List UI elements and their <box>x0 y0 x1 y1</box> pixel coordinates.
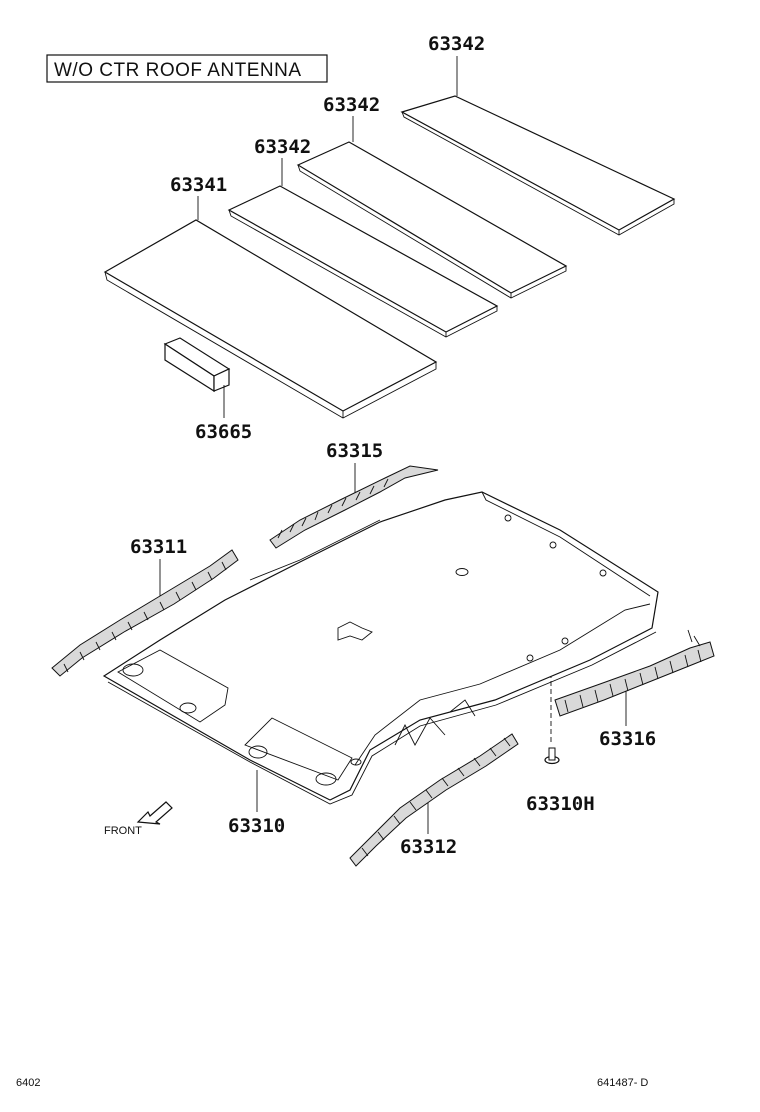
block-63665 <box>163 337 231 393</box>
part-label-63311: 63311 <box>130 536 187 558</box>
note-box-text: W/O CTR ROOF ANTENNA <box>54 60 302 81</box>
silencer-pad-63342-mid <box>296 141 568 299</box>
part-label-63312: 63312 <box>400 836 457 858</box>
part-label-63315: 63315 <box>326 440 383 462</box>
clip-63310H <box>544 747 560 765</box>
front-arrow-icon: FRONT <box>104 801 173 837</box>
part-label-63342-mid: 63342 <box>323 94 380 116</box>
rail-63311 <box>51 549 239 677</box>
part-label-63310: 63310 <box>228 815 285 837</box>
headliner-63310 <box>102 491 659 805</box>
rail-63312 <box>349 733 519 867</box>
footer-right-code: 641487- D <box>597 1077 648 1089</box>
part-label-63341: 63341 <box>170 174 227 196</box>
part-label-63316: 63316 <box>599 728 656 750</box>
part-label-63310H: 63310H <box>526 793 595 815</box>
footer-left-code: 6402 <box>16 1077 40 1089</box>
silencer-pad-63342-rear <box>400 95 676 236</box>
silencer-pad-63341 <box>103 219 438 419</box>
rail-63315 <box>269 465 439 549</box>
part-label-63342-rear: 63342 <box>428 33 485 55</box>
silencer-pad-63342-front <box>227 185 499 338</box>
note-box: W/O CTR ROOF ANTENNA <box>46 54 328 83</box>
part-label-63665: 63665 <box>195 421 252 443</box>
rail-63316 <box>554 629 715 717</box>
front-label: FRONT <box>104 825 142 837</box>
part-label-63342-front: 63342 <box>254 136 311 158</box>
